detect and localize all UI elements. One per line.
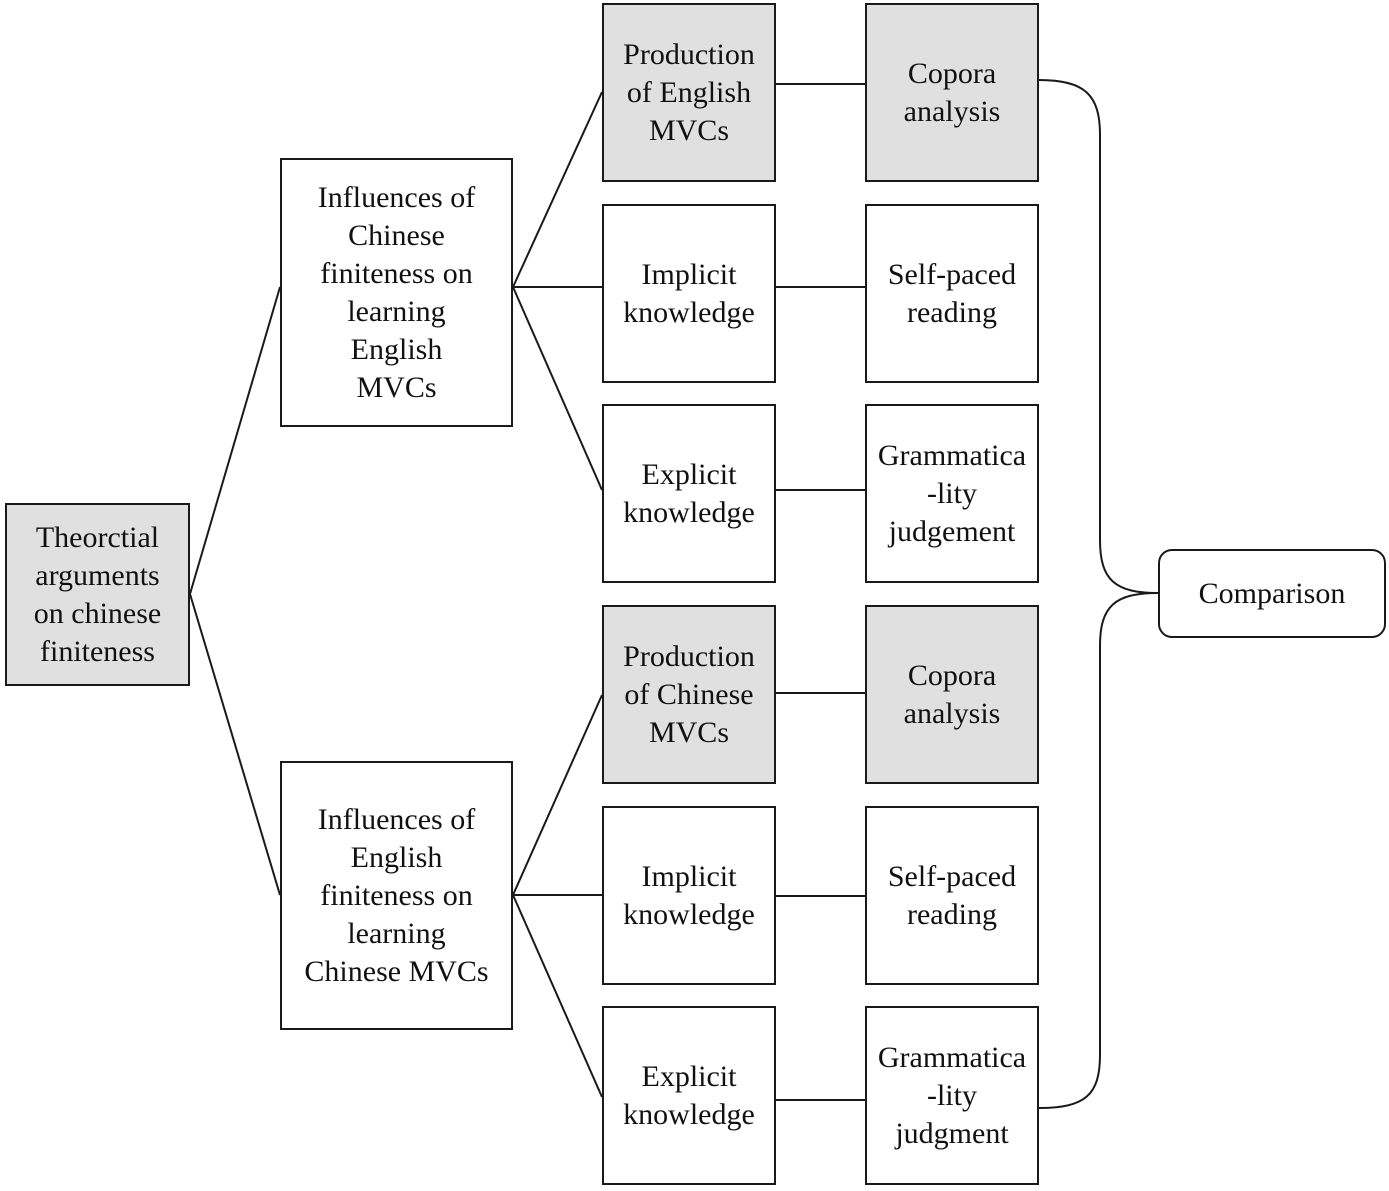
top-explicit-knowledge-label: Explicit knowledge — [623, 457, 755, 529]
top-explicit-knowledge-box: Explicit knowledge — [602, 404, 776, 583]
bottom-implicit-knowledge-box: Implicit knowledge — [602, 806, 776, 985]
top-implicit-knowledge-box: Implicit knowledge — [602, 204, 776, 383]
top-grammaticality-judgement-label: Grammatica -lity judgement — [877, 438, 1027, 548]
english-finiteness-influence-box: Influences of English finiteness on lear… — [280, 761, 513, 1030]
comparison-box: Comparison — [1158, 549, 1386, 638]
bottom-explicit-knowledge-box: Explicit knowledge — [602, 1006, 776, 1185]
bottom-corpora-analysis-label: Copora analysis — [903, 658, 1001, 730]
top-implicit-knowledge-label: Implicit knowledge — [623, 257, 755, 329]
bottom-self-paced-reading-label: Self-paced reading — [887, 859, 1017, 931]
bottom-self-paced-reading-box: Self-paced reading — [865, 806, 1039, 985]
link-root-bottom-influence — [189, 593, 281, 896]
theoretical-arguments-box: Theorctial arguments on chinese finitene… — [5, 503, 190, 686]
link-bottom-influence-production — [512, 694, 603, 896]
link-top-influence-production — [512, 91, 603, 288]
link-top-influence-explicit — [512, 286, 603, 491]
chinese-finiteness-influence-box: Influences of Chinese finiteness on lear… — [280, 158, 513, 427]
link-root-top-influence — [189, 286, 281, 595]
comparison-label: Comparison — [1198, 576, 1346, 610]
production-english-mvcs-label: Production of English MVCs — [623, 37, 755, 147]
bottom-explicit-knowledge-label: Explicit knowledge — [623, 1059, 755, 1131]
bottom-implicit-knowledge-label: Implicit knowledge — [623, 859, 755, 931]
production-chinese-mvcs-label: Production of Chinese MVCs — [623, 639, 755, 749]
top-self-paced-reading-label: Self-paced reading — [887, 257, 1017, 329]
bottom-grammaticality-judgment-label: Grammatica -lity judgment — [877, 1040, 1027, 1150]
bottom-grammaticality-judgment-box: Grammatica -lity judgment — [865, 1006, 1039, 1185]
brace-to-comparison — [1038, 79, 1159, 1109]
english-finiteness-influence-label: Influences of English finiteness on lear… — [304, 802, 489, 988]
bottom-corpora-analysis-box: Copora analysis — [865, 605, 1039, 784]
chinese-finiteness-influence-label: Influences of Chinese finiteness on lear… — [317, 180, 476, 404]
theoretical-arguments-label: Theorctial arguments on chinese finitene… — [33, 520, 162, 668]
top-grammaticality-judgement-box: Grammatica -lity judgement — [865, 404, 1039, 583]
top-corpora-analysis-label: Copora analysis — [903, 56, 1001, 128]
link-bottom-influence-explicit — [512, 894, 603, 1098]
production-chinese-mvcs-box: Production of Chinese MVCs — [602, 605, 776, 784]
production-english-mvcs-box: Production of English MVCs — [602, 3, 776, 182]
top-self-paced-reading-box: Self-paced reading — [865, 204, 1039, 383]
top-corpora-analysis-box: Copora analysis — [865, 3, 1039, 182]
